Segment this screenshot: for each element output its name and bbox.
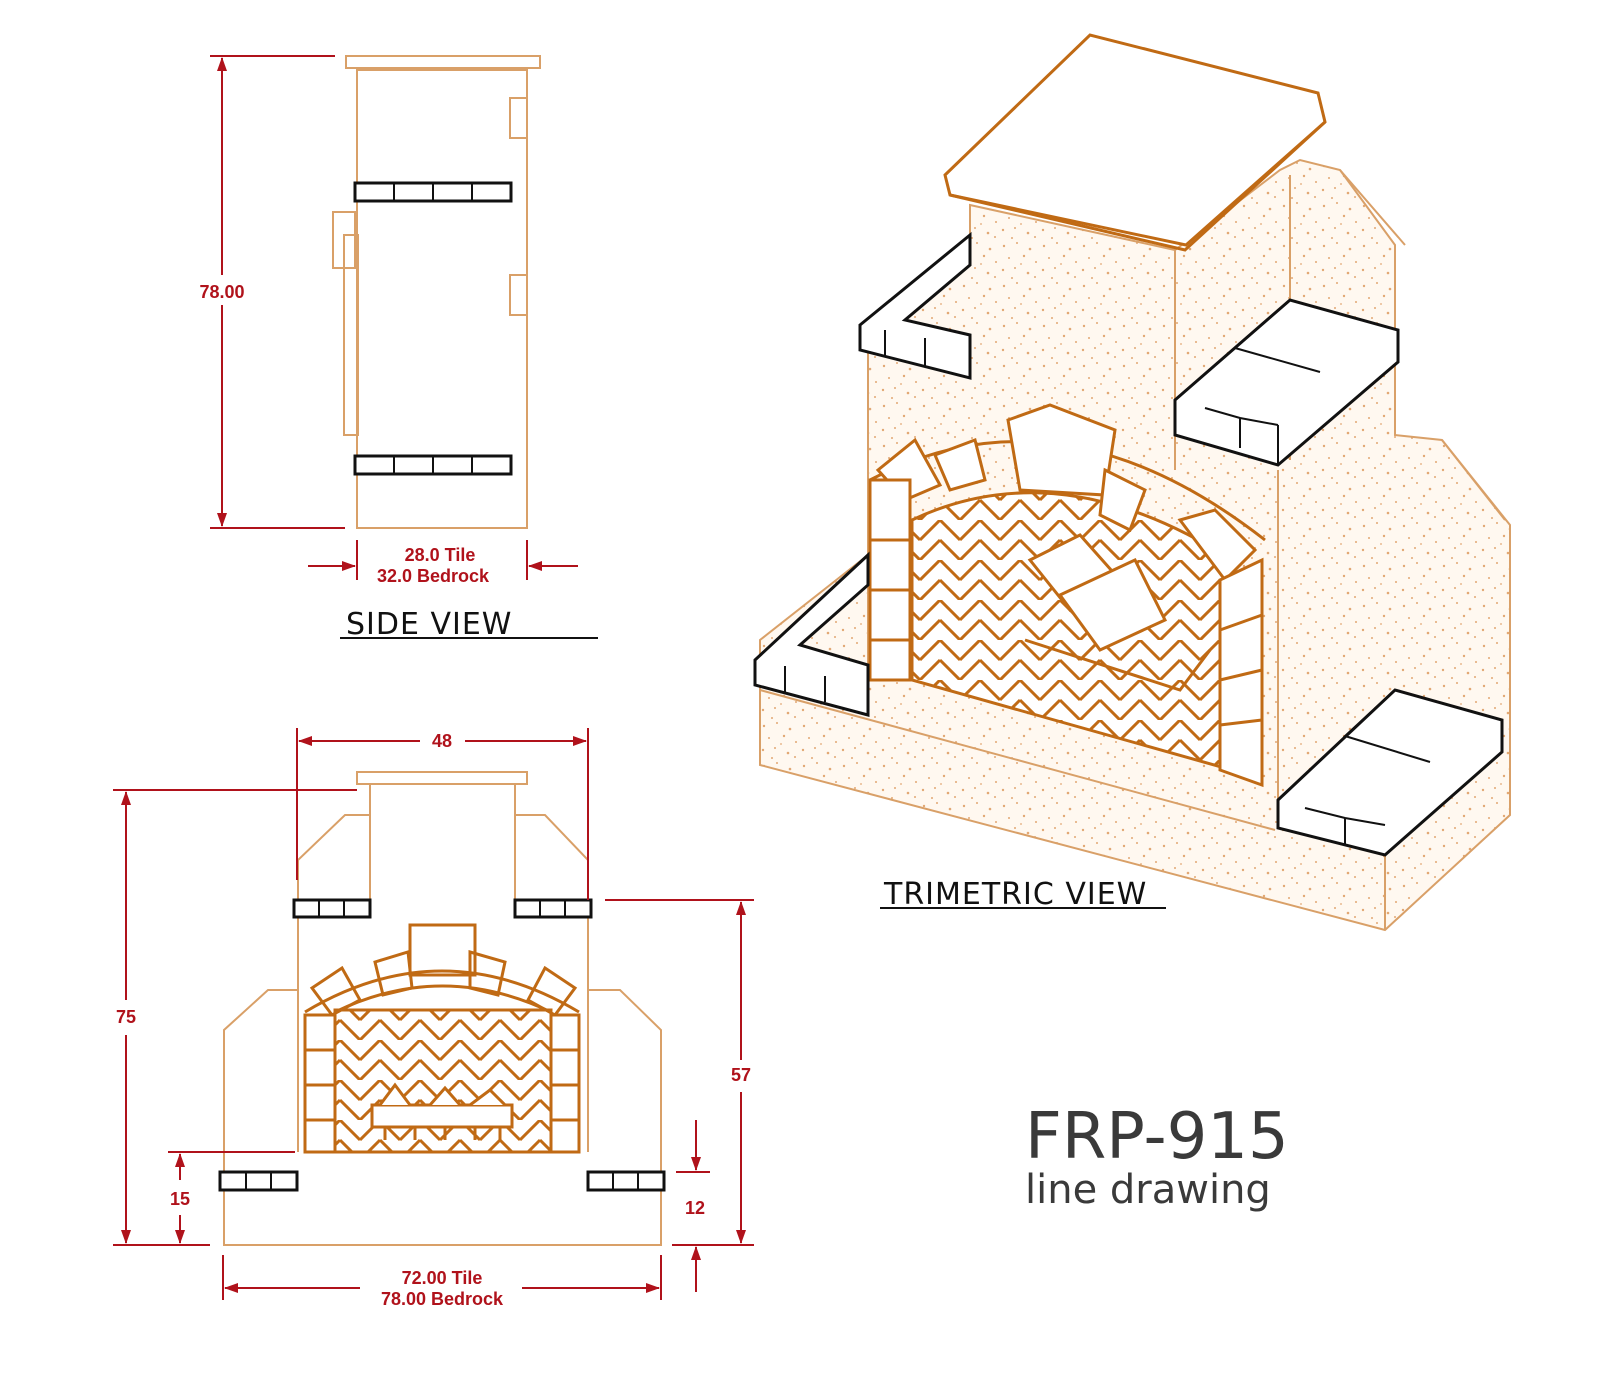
front-view: 48 75 15 57 12	[113, 728, 754, 1309]
front-width-tile-label: 72.00 Tile	[402, 1268, 483, 1288]
front-width-dimension: 72.00 Tile 78.00 Bedrock	[222, 1255, 662, 1309]
trimetric-log-set	[1024, 533, 1212, 692]
front-bench-dimension: 12	[676, 1120, 710, 1292]
product-subtitle: line drawing	[1025, 1167, 1271, 1213]
trimetric-firebox	[868, 403, 1266, 788]
front-wings	[223, 989, 662, 1246]
front-firebox	[303, 923, 581, 1154]
front-hearth-dimension: 15	[168, 1151, 295, 1244]
trimetric-tile-upper-left	[858, 231, 972, 380]
front-bench-label: 12	[685, 1198, 705, 1218]
product-model: FRP-915	[1025, 1100, 1289, 1174]
side-height-label: 78.00	[199, 282, 244, 302]
front-tile-lower-right	[586, 1170, 666, 1192]
trimetric-view-title: TRIMETRIC VIEW	[883, 877, 1147, 912]
side-tile-top	[353, 181, 513, 203]
front-shelf-label: 57	[731, 1065, 751, 1085]
side-mantel-cap	[345, 55, 541, 69]
side-tile-bottom	[353, 454, 513, 476]
side-depth-dimension: 28.0 Tile 32.0 Bedrock	[308, 540, 578, 586]
side-view: 78.00 28.0 Tile 32.0 Bedrock SIDE VIEW	[199, 55, 598, 642]
front-tile-upper-left	[292, 898, 372, 919]
front-mantel-cap	[356, 771, 528, 785]
side-rear-step	[509, 97, 528, 139]
front-tile-upper-right	[513, 898, 593, 919]
front-shelf-dimension: 57	[605, 899, 754, 1246]
front-chimney-width-label: 48	[432, 731, 452, 751]
trimetric-tile-lower-right	[1276, 688, 1504, 857]
trimetric-view: TRIMETRIC VIEW	[753, 33, 1511, 932]
front-chimney-width-dimension: 48	[296, 728, 589, 900]
side-view-title: SIDE VIEW	[346, 607, 512, 642]
front-height-dimension: 75	[113, 789, 357, 1246]
front-log-set	[370, 1082, 514, 1140]
trimetric-tile-upper-right	[1173, 298, 1400, 467]
front-body	[297, 918, 589, 1152]
front-tile-lower-left	[218, 1170, 299, 1192]
side-depth-bedrock-label: 32.0 Bedrock	[377, 566, 490, 586]
front-width-bedrock-label: 78.00 Bedrock	[381, 1289, 504, 1309]
side-height-dimension: 78.00	[199, 55, 345, 529]
front-chimney	[369, 785, 516, 900]
trimetric-tile-lower-left	[753, 551, 870, 717]
side-depth-tile-label: 28.0 Tile	[405, 545, 476, 565]
front-height-label: 75	[116, 1007, 136, 1027]
front-hearth-label: 15	[170, 1189, 190, 1209]
